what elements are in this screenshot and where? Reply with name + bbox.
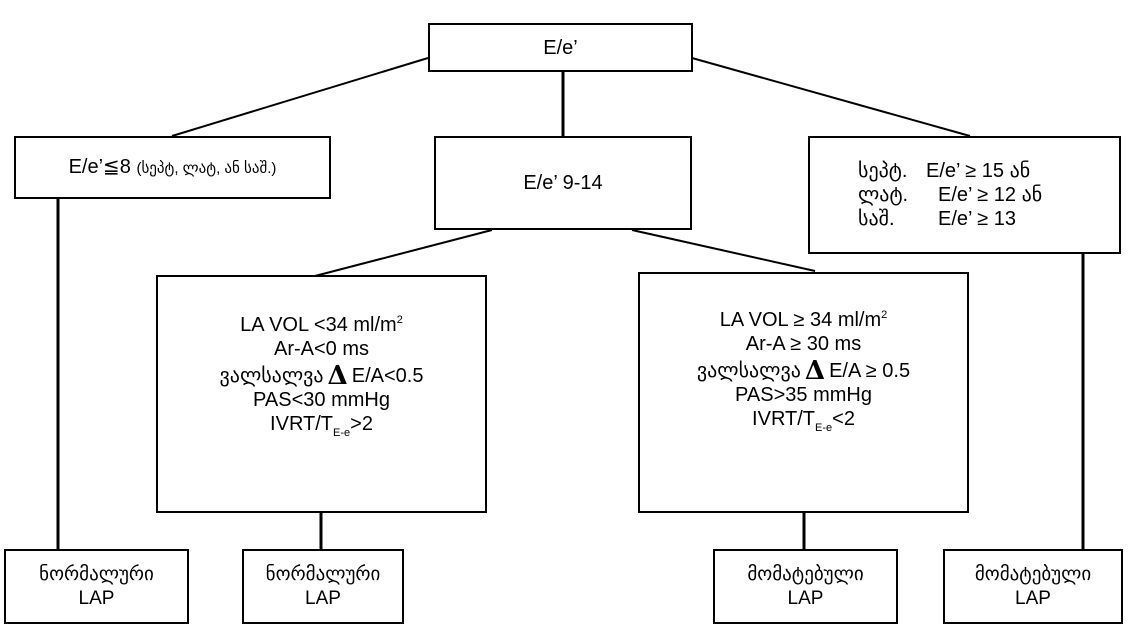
outcome-lap: LAP — [78, 587, 115, 609]
right-threshold-line-3: საშ. E/e’ ≥ 13 — [858, 207, 1016, 231]
normal-ar-a: Ar-A<0 ms — [273, 338, 370, 360]
outcome-lap: LAP — [305, 587, 341, 609]
right-threshold-line-2-site: ლატ. — [858, 184, 909, 206]
right-threshold-line-2: ლატ. E/e’ ≥ 12 ან — [858, 183, 1042, 207]
elevated-la-vol-sup: 2 — [881, 309, 888, 321]
normal-delta-symbol: Δ — [327, 361, 348, 391]
outcome-word: ნორმალური — [265, 563, 381, 585]
right-threshold-line-3-site: საშ. — [858, 208, 895, 230]
left-threshold-note: (სეპტ, ლატ, ან საშ.) — [136, 159, 277, 177]
root-label: E/e’ — [543, 36, 578, 59]
right-threshold-line-1: სეპტ. E/e’ ≥ 15 ან — [858, 159, 1030, 183]
left-threshold-text: E/e’≦8 (სეპტ, ლატ, ან საშ.) — [69, 155, 277, 181]
root-box: E/e’ — [428, 23, 693, 72]
normal-la-vol: LA VOL <34 ml/m2 — [240, 313, 403, 337]
root-to-right-connector — [691, 57, 971, 137]
normal-la-vol-text: LA VOL <34 ml/m — [240, 314, 397, 336]
outcome-word: მომატებული — [974, 563, 1092, 585]
elevated-valsalva-cond: E/A ≥ 0.5 — [829, 360, 911, 382]
right-threshold-line-1-value: E/e’ ≥ 15 ან — [926, 160, 1031, 182]
root-to-left-connector — [171, 57, 429, 137]
outcome-box-elevated-right: მომატებული LAP — [943, 549, 1123, 624]
middle-to-elevated-criteria-connector — [631, 229, 816, 272]
elevated-ivrt-cond: <2 — [832, 408, 855, 430]
normal-valsalva-cond: E/A<0.5 — [351, 365, 424, 387]
outcome-box-normal-center: ნორმალური LAP — [242, 549, 404, 624]
elevated-ar-a: Ar-A ≥ 30 ms — [745, 333, 862, 355]
left-threshold-main: E/e’≦8 — [68, 155, 131, 178]
elevated-la-vol-text: LA VOL ≥ 34 ml/m — [719, 309, 882, 331]
middle-to-normal-criteria-connector — [314, 229, 493, 277]
right-threshold-line-2-value: E/e’ ≥ 12 ან — [938, 184, 1043, 206]
normal-ivrt-sub: E-e — [333, 427, 351, 439]
elevated-pas: PAS>35 mmHg — [735, 384, 872, 406]
outcome-box-elevated-center: მომატებული LAP — [713, 549, 898, 624]
normal-ivrt: IVRT/TE-e>2 — [270, 412, 373, 439]
middle-range-box: E/e’ 9-14 — [434, 136, 692, 230]
middle-range-label: E/e’ 9-14 — [523, 172, 603, 194]
elevated-valsalva-word: ვალსალვა — [696, 360, 801, 382]
right-threshold-line-3-value: E/e’ ≥ 13 — [938, 208, 1017, 230]
normal-la-vol-sup: 2 — [396, 314, 403, 326]
normal-ivrt-text: IVRT/T — [270, 413, 334, 435]
outcome-word: ნორმალური — [39, 563, 154, 585]
outcome-box-normal-left: ნორმალური LAP — [4, 549, 189, 624]
elevated-ivrt: IVRT/TE-e<2 — [752, 407, 855, 434]
elevated-ivrt-text: IVRT/T — [752, 408, 816, 430]
normal-valsalva-word: ვალსალვა — [219, 365, 324, 387]
outcome-lap: LAP — [1015, 587, 1051, 609]
elevated-la-vol: LA VOL ≥ 34 ml/m2 — [720, 308, 888, 332]
left-threshold-box: E/e’≦8 (სეპტ, ლატ, ან საშ.) — [14, 136, 331, 199]
right-threshold-box: სეპტ. E/e’ ≥ 15 ან ლატ. E/e’ ≥ 12 ან საშ. E… — [808, 136, 1121, 254]
outcome-word: მომატებული — [747, 563, 864, 585]
elevated-ivrt-sub: E-e — [815, 422, 833, 434]
right-threshold-line-1-site: სეპტ. — [858, 160, 908, 182]
outcome-lap: LAP — [787, 587, 824, 609]
elevated-delta-symbol: Δ — [804, 356, 826, 386]
normal-pas: PAS<30 mmHg — [253, 389, 390, 411]
normal-ivrt-cond: >2 — [350, 413, 373, 435]
